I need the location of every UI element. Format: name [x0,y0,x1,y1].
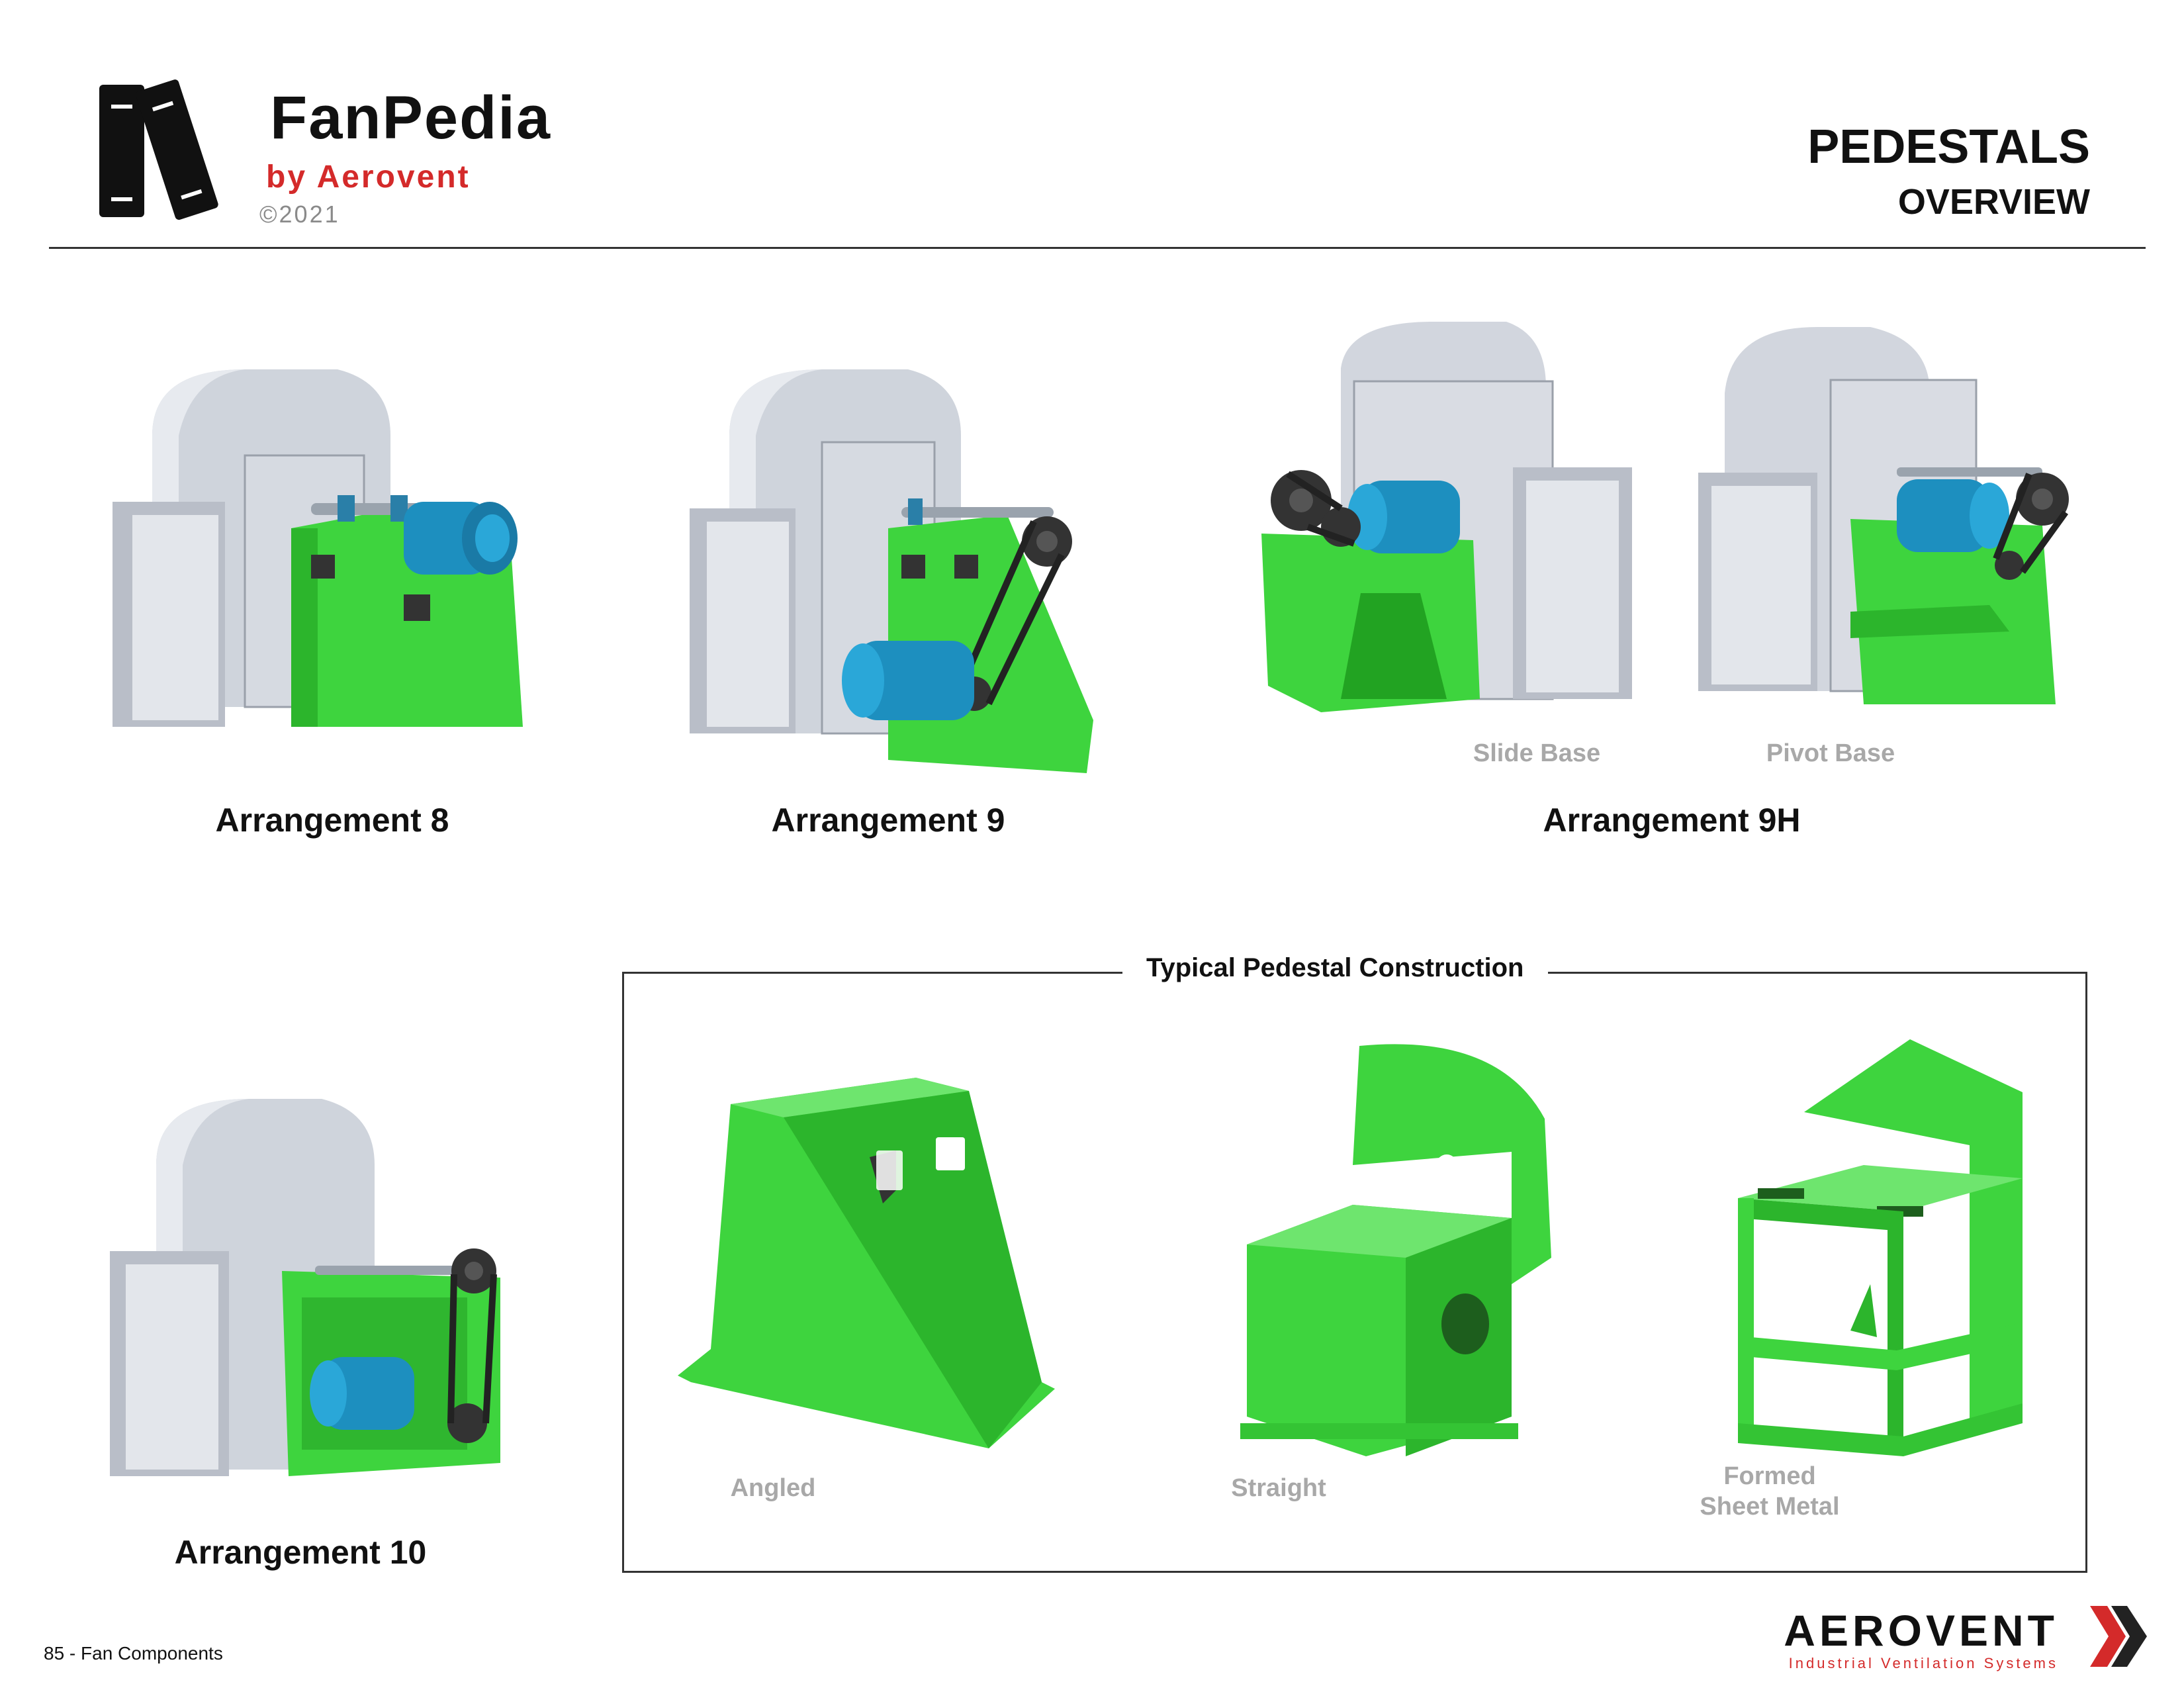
construction-title: Typical Pedestal Construction [1122,949,1548,986]
arrangement-9-image [690,369,1093,773]
fanpedia-logo-icon [99,79,218,220]
page-title: PEDESTALS [1807,120,2090,173]
brand-byline: by Aerovent [266,160,471,195]
arrangement-9h-label: Arrangement 9H [1543,802,1801,839]
formed-sheet-metal-label: Formed Sheet Metal [1700,1462,1840,1521]
pivot-base-label: Pivot Base [1766,739,1895,767]
angled-pedestal-image [678,1078,1055,1448]
arrangement-8-label: Arrangement 8 [215,802,449,839]
arrangement-9-label: Arrangement 9 [771,802,1005,839]
formed-sheet-metal-pedestal-image [1738,1039,2023,1456]
arrangement-10-label: Arrangement 10 [174,1534,427,1571]
footer-brand: AEROVENT [1784,1606,2058,1655]
page-subtitle: OVERVIEW [1897,182,2090,222]
page-footer-label: 85 - Fan Components [44,1643,223,1664]
angled-label: Angled [730,1474,816,1502]
aerovent-chevron-icon [2090,1606,2147,1667]
arrangement-9h-slide-base-image [1261,322,1632,712]
straight-label: Straight [1231,1474,1326,1502]
arrangement-10-image [110,1099,500,1476]
arrangement-9h-pivot-base-image [1698,327,2069,704]
arrangement-8-image [113,369,523,727]
slide-base-label: Slide Base [1473,739,1601,767]
footer-tagline: Industrial Ventilation Systems [1788,1655,2058,1671]
straight-pedestal-image [1240,1044,1551,1456]
header-divider [49,247,2146,249]
brand-name: FanPedia [270,84,552,152]
copyright: ©2021 [259,201,340,228]
